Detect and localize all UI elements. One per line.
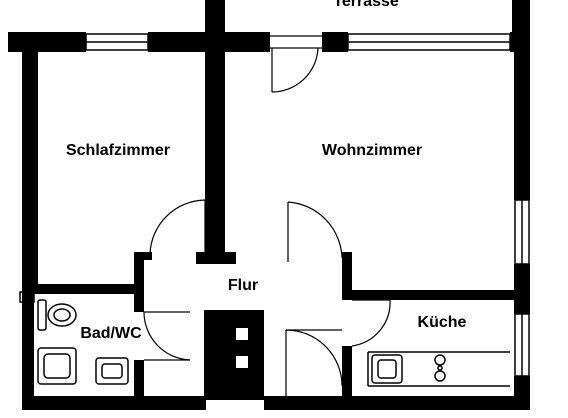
windows: [19, 33, 530, 377]
shaft-opening-1: [236, 328, 248, 340]
fixtures: [37, 299, 510, 387]
door-kitchen: [351, 299, 391, 347]
wall-bedroom-living: [205, 32, 225, 262]
wall-hall-top-left: [196, 252, 236, 264]
kitchen-sink-icon: [371, 354, 403, 384]
toilet-icon: [37, 299, 77, 331]
wall-top-right-stub: [322, 32, 348, 52]
shaft-block: [204, 310, 264, 400]
wall-left: [22, 32, 38, 292]
wall-bath-hall-lower: [134, 360, 144, 400]
wall-terrace-left: [205, 0, 225, 34]
window-bathroom: [19, 291, 35, 303]
room-label-terrace: Terrasse: [333, 0, 399, 10]
wall-kitchen-top: [342, 290, 530, 300]
wall-kitchen-left: [342, 346, 352, 398]
door-living: [287, 201, 343, 262]
room-label-living-room: Wohnzimmer: [322, 142, 422, 159]
wall-right-upper: [514, 32, 530, 200]
wall-hall-top-right: [342, 252, 352, 296]
wall-bath-hall-upper: [134, 252, 144, 312]
room-label-kitchen: Küche: [418, 314, 467, 331]
kitchen-counter: [367, 351, 510, 387]
walls: [8, 0, 530, 410]
wall-bottom-left: [22, 396, 206, 410]
room-label-bedroom: Schlafzimmer: [66, 142, 170, 159]
doors: [143, 35, 391, 396]
door-bathroom: [143, 311, 191, 361]
stove-icon: [434, 354, 446, 382]
shower-icon: [37, 347, 77, 385]
wall-right-middle: [514, 264, 530, 314]
wall-bottom-right: [264, 396, 530, 410]
shaft-openings: [236, 328, 248, 368]
wall-left-lower: [22, 292, 34, 400]
wall-top-left: [8, 32, 86, 52]
shaft-opening-2: [236, 356, 248, 368]
washbasin-icon: [95, 357, 129, 385]
room-label-bathroom: Bad/WC: [80, 325, 142, 342]
door-bedroom: [149, 199, 206, 255]
door-entrance: [285, 329, 343, 396]
wall-hall-step: [134, 252, 152, 260]
wall-bedroom-bottom: [22, 284, 140, 294]
door-terrace: [270, 35, 322, 93]
wall-terrace-right: [512, 0, 530, 34]
room-label-hallway: Flur: [228, 277, 258, 294]
